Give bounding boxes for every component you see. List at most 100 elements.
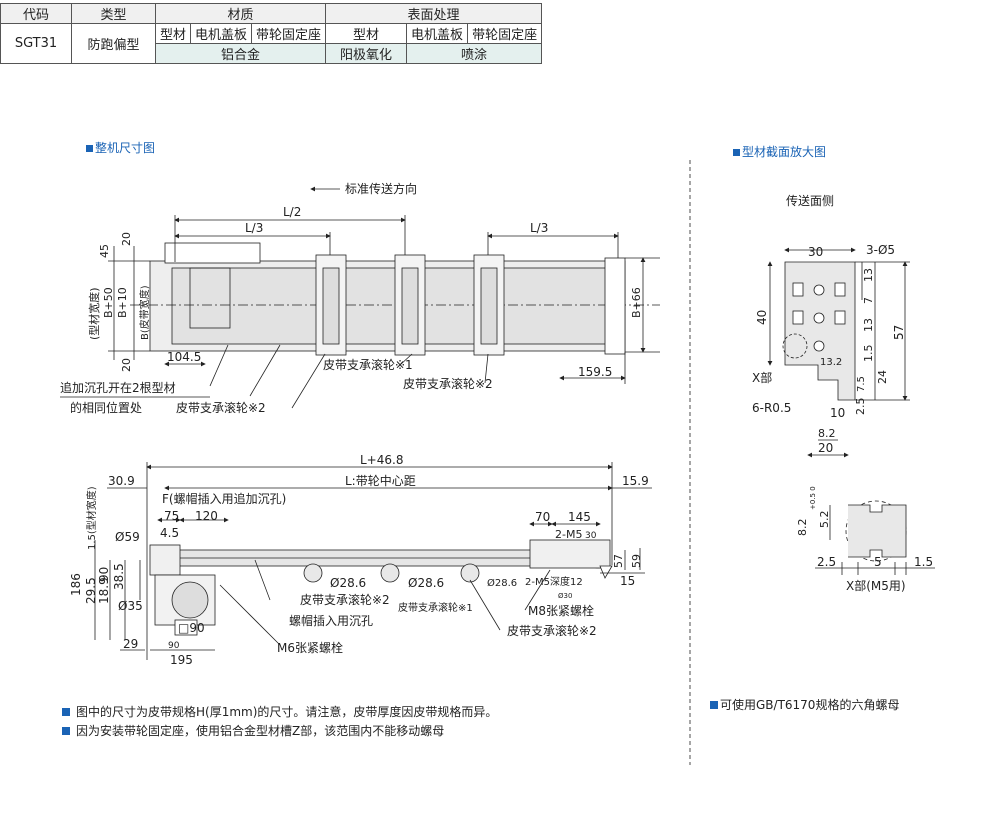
cell-surface-profile: 阳极氧化 <box>325 43 408 64</box>
dim-145: 145 <box>568 510 591 524</box>
dim-70: 70 <box>535 510 550 524</box>
note-2-text: 因为安装带轮固定座，使用铝合金型材槽Z部，该范围内不能移动螺母 <box>76 724 445 738</box>
note-3-text: 可使用GB/T6170规格的六角螺母 <box>720 698 900 712</box>
dim-20-bottom: 20 <box>120 358 133 372</box>
dim-29-5: 29.5 <box>84 577 98 604</box>
profile-dim-57: 57 <box>892 325 906 340</box>
motor-block <box>154 574 216 636</box>
detail-dim-5: 5 <box>874 555 882 569</box>
dim-15: 15 <box>620 574 635 588</box>
dim-186: 186 <box>69 573 83 596</box>
roller2b-label: 皮带支承滚轮※2 <box>176 400 266 415</box>
profile-r05: 6-R0.5 <box>752 401 791 415</box>
counterbore-label: 追加沉孔开在2根型材 <box>60 380 176 395</box>
dim-L-46-8: L+46.8 <box>360 453 403 467</box>
front-view <box>94 462 652 660</box>
dim-195: 195 <box>170 653 193 667</box>
roller-set-2 <box>394 254 426 356</box>
dim-59: 59 <box>630 554 643 568</box>
detail-dim-1-5: 1.5 <box>914 555 933 569</box>
square-90: □90 <box>178 621 205 635</box>
profile-dim-13-2: 13.2 <box>820 357 842 368</box>
dim-90-small: 90 <box>168 641 180 651</box>
detail-dim-5-2: 5.2 <box>818 511 831 529</box>
dim-20-top: 20 <box>120 232 133 246</box>
dim-30-small: 30 <box>585 531 597 541</box>
square-icon <box>733 149 740 156</box>
dim-L2: L/2 <box>283 205 301 219</box>
phi-28-6-c: Ø28.6 <box>487 577 517 589</box>
detail-x <box>815 500 935 575</box>
hdr-type: 类型 <box>71 3 156 24</box>
dim-104-5: 104.5 <box>167 350 201 364</box>
roller1-label: 皮带支承滚轮※1 <box>323 357 413 372</box>
roller-wheel-1 <box>303 563 323 583</box>
profile-dim-13a: 13 <box>862 268 875 282</box>
profile-dim-20: 20 <box>818 441 833 455</box>
m5-depth: 2-M5深度12 <box>525 575 583 588</box>
roller-wheel-3 <box>460 563 480 583</box>
main-title-text: 整机尺寸图 <box>95 141 156 155</box>
top-view <box>60 186 660 409</box>
profile-holes: 3-Ø5 <box>866 243 895 257</box>
square-icon <box>62 708 70 716</box>
profile-dim-30: 30 <box>808 245 823 259</box>
dim-29: 29 <box>123 637 138 651</box>
profile-side-label: 传送面侧 <box>786 193 834 208</box>
m6-label: M6张紧螺栓 <box>277 640 343 655</box>
detail-dim-8-2: 8.2 <box>796 519 809 537</box>
phi-59: Ø59 <box>115 530 140 544</box>
F-label: F(螺帽插入用追加沉孔) <box>162 491 286 506</box>
front-roller2: 皮带支承滚轮※2 <box>300 592 390 607</box>
phi-35: Ø35 <box>118 599 143 613</box>
dim-45: 45 <box>98 244 111 258</box>
sub-motor-cover2: 电机盖板 <box>406 23 469 44</box>
dim-L3-right: L/3 <box>530 221 548 235</box>
nut-hole-label: 螺帽插入用沉孔 <box>289 613 373 628</box>
front-roller1: 皮带支承滚轮※1 <box>398 601 473 614</box>
front-roller2b: 皮带支承滚轮※2 <box>507 623 597 638</box>
m8-label: M8张紧螺栓 <box>528 603 594 618</box>
profile-dim-7-5: 7.5 <box>856 376 867 392</box>
main-drawing-title: 整机尺寸图 <box>86 139 155 156</box>
roller-wheel-2 <box>380 563 400 583</box>
cell-code: SGT31 <box>0 23 72 64</box>
direction-label: 标准传送方向 <box>345 181 417 196</box>
sub-profile: 型材 <box>154 23 192 44</box>
dim-L3-left: L/3 <box>245 221 263 235</box>
sub-pulley-seat2: 带轮固定座 <box>467 23 543 44</box>
dim-4-5: 4.5 <box>160 526 179 540</box>
dim-18-9: 18.9 <box>97 577 111 604</box>
spec-table: 代码 类型 材质 表面处理 SGT31 防跑偏型 型材 电机盖板 带轮固定座 型… <box>0 3 543 64</box>
phi-28-6-b: Ø28.6 <box>408 576 444 590</box>
dim-30-9: 30.9 <box>108 474 135 488</box>
note-3: 可使用GB/T6170规格的六角螺母 <box>710 696 899 713</box>
profile-dim-7: 7 <box>862 297 875 304</box>
roller2-label: 皮带支承滚轮※2 <box>403 376 493 391</box>
dim-L-center: L:带轮中心距 <box>345 473 416 488</box>
cell-material: 铝合金 <box>154 43 327 64</box>
dim-120: 120 <box>195 509 218 523</box>
note-1: 图中的尺寸为皮带规格H(厚1mm)的尺寸。请注意，皮带厚度因皮带规格而异。 <box>62 703 497 720</box>
counterbore-label-2: 的相同位置处 <box>70 400 142 415</box>
profile-dim-13b: 13 <box>862 318 875 332</box>
dim-15-9: 15.9 <box>622 474 649 488</box>
profile-dim-2-5: 2.5 <box>854 398 867 416</box>
square-icon <box>62 727 70 735</box>
profile-dim-40: 40 <box>755 310 769 325</box>
profile-dim-10: 10 <box>830 406 845 420</box>
dim-159-5: 159.5 <box>578 365 612 379</box>
profile-drawing-title: 型材截面放大图 <box>733 143 826 160</box>
phi-30: Ø30 <box>558 592 572 600</box>
belt-width-label: B(皮带宽度) <box>138 285 151 340</box>
dim-38-5: 38.5 <box>112 563 126 590</box>
cell-type: 防跑偏型 <box>71 23 156 64</box>
note-2: 因为安装带轮固定座，使用铝合金型材槽Z部，该范围内不能移动螺母 <box>62 722 444 739</box>
m5-label: 2-M5 <box>555 528 582 541</box>
dim-57-front: 57 <box>612 554 625 568</box>
dim-B50: B+50 <box>102 287 115 318</box>
profile-dim-1-5: 1.5 <box>862 345 875 363</box>
cell-surface-rest: 喷涂 <box>406 43 543 64</box>
sub-pulley-seat: 带轮固定座 <box>251 23 327 44</box>
